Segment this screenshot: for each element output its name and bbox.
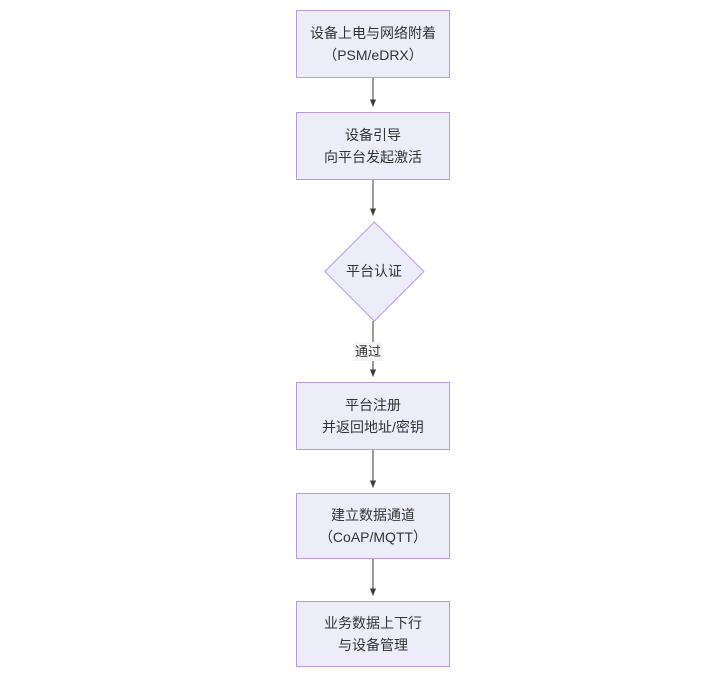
node-platform-authentication[interactable]: 平台认证	[323, 220, 424, 321]
node-label-line: 建立数据通道	[331, 507, 415, 523]
edge-label-pass: 通过	[353, 342, 384, 361]
node-label-line: 平台注册	[345, 397, 401, 413]
node-label-line: （CoAP/MQTT）	[318, 529, 428, 545]
node-device-bootstrap[interactable]: 设备引导 向平台发起激活	[296, 112, 450, 180]
node-label-line: 向平台发起激活	[324, 149, 422, 165]
node-data-channel[interactable]: 建立数据通道 （CoAP/MQTT）	[296, 493, 450, 559]
node-label-line: 并返回地址/密钥	[322, 419, 424, 435]
node-label-line: 与设备管理	[338, 637, 408, 653]
node-device-power-on[interactable]: 设备上电与网络附着 （PSM/eDRX）	[296, 10, 450, 78]
edge-label-text: 通过	[355, 344, 382, 359]
node-label-line: （PSM/eDRX）	[323, 47, 423, 63]
node-business-data[interactable]: 业务数据上下行 与设备管理	[296, 601, 450, 667]
node-label-line: 平台认证	[346, 263, 402, 279]
node-platform-registration[interactable]: 平台注册 并返回地址/密钥	[296, 382, 450, 450]
node-label-line: 业务数据上下行	[324, 615, 422, 631]
node-label-line: 设备引导	[345, 127, 401, 143]
node-label-line: 设备上电与网络附着	[310, 25, 436, 41]
